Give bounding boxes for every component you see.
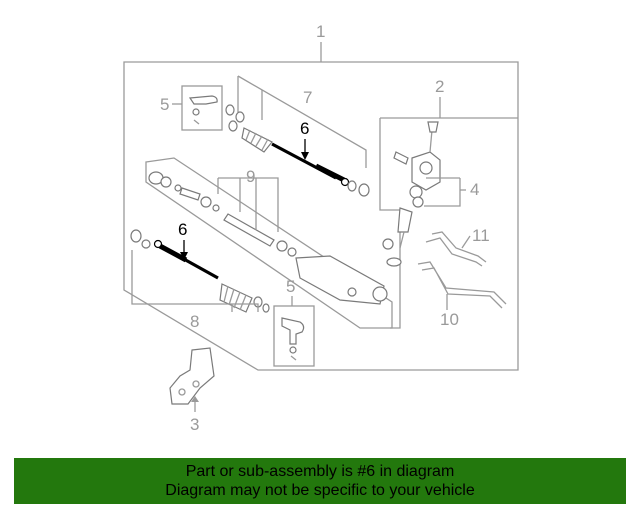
parts-diagram: 1 2 7 5 6: [123, 22, 519, 434]
tie-rod-end-lower: [281, 317, 305, 345]
bracket-hole-a: [178, 388, 186, 396]
nut-lower: [289, 346, 297, 354]
callout-1[interactable]: 1: [316, 22, 325, 41]
assembly-frame-outline: [123, 61, 519, 371]
leader-9: [218, 177, 279, 232]
banner-line-2: Diagram may not be specific to your vehi…: [165, 482, 475, 499]
bracket-hole-b: [192, 380, 200, 388]
callout-5-lower[interactable]: 5: [286, 277, 295, 296]
callout-6-lower[interactable]: 6: [178, 220, 187, 239]
clamp-upper-b: [235, 111, 245, 123]
callout-9[interactable]: 9: [246, 167, 255, 186]
callout-3[interactable]: 3: [190, 415, 199, 434]
cotter-pin-upper: [193, 119, 200, 125]
clip-lower-left-b: [141, 239, 151, 249]
callout-6-upper[interactable]: 6: [300, 119, 309, 138]
callout-8[interactable]: 8: [190, 312, 199, 331]
nut-upper: [192, 108, 200, 116]
arrow-6-upper: [301, 152, 309, 160]
leader-11: [461, 235, 471, 249]
callout-10[interactable]: 10: [440, 310, 459, 329]
clip-upper-right-a: [347, 180, 357, 192]
mounting-bracket: [169, 347, 215, 405]
banner-line-1: Part or sub-assembly is #6 in diagram: [185, 463, 455, 480]
rack-housing: [148, 171, 388, 305]
clip-upper-right-b: [358, 183, 370, 197]
pinion-housing: [382, 121, 441, 267]
callout-2[interactable]: 2: [435, 77, 444, 96]
clamp-upper-c: [228, 120, 238, 132]
clip-lower-left: [130, 229, 142, 243]
rack-housing-outline: [145, 157, 393, 329]
return-hose: [417, 261, 507, 309]
inner-tie-rod-lower[interactable]: [153, 239, 219, 280]
boot-lower: [219, 283, 253, 313]
info-banner: Part or sub-assembly is #6 in diagram Di…: [14, 458, 626, 504]
clamp-lower-b: [262, 303, 270, 313]
leader-7: [237, 75, 367, 168]
leader-4: [424, 178, 461, 207]
callout-5-upper[interactable]: 5: [160, 95, 169, 114]
tie-rod-end-box-upper: [181, 85, 223, 131]
clamp-upper-a: [225, 104, 235, 116]
pressure-hose: [425, 231, 487, 267]
callout-11[interactable]: 11: [472, 226, 490, 245]
arrow-3: [191, 396, 199, 402]
boot-upper: [241, 127, 273, 153]
leader-8: [131, 250, 259, 312]
callout-4[interactable]: 4: [470, 180, 479, 199]
cotter-pin-lower: [290, 355, 297, 361]
arrow-6-lower: [180, 252, 188, 260]
callout-7[interactable]: 7: [303, 88, 312, 107]
tie-rod-end-upper: [188, 95, 218, 105]
tie-rod-end-box-lower: [273, 305, 315, 367]
inner-tie-rod-upper[interactable]: [271, 142, 350, 187]
